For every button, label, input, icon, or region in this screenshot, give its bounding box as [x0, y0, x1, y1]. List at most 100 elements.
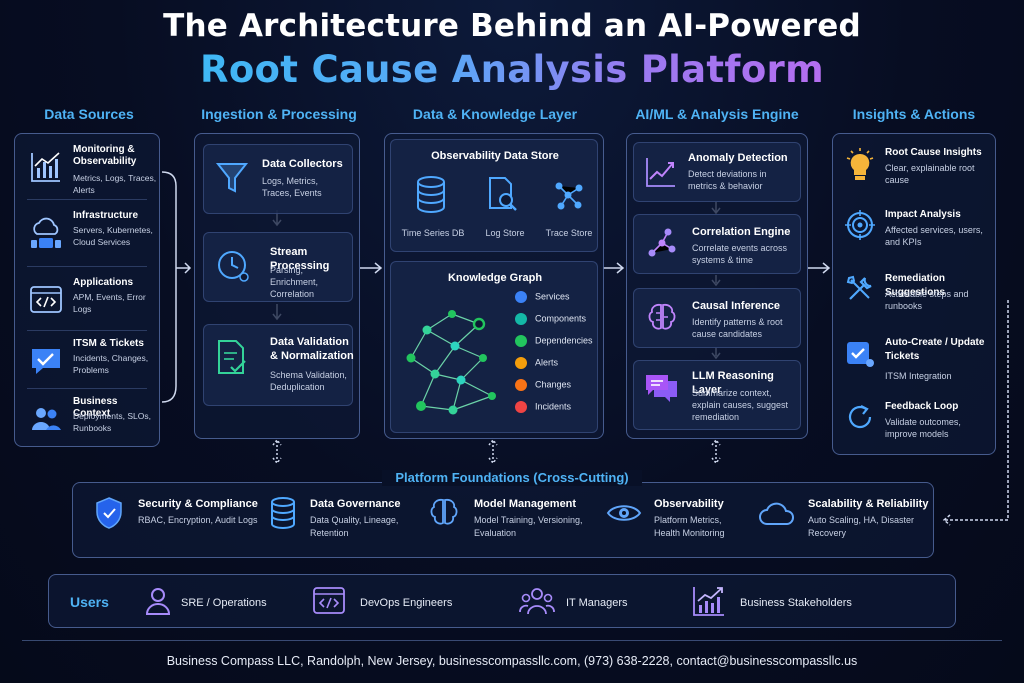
ai-card-anomaly-detection: Anomaly Detection Detect deviations in m…	[633, 142, 801, 202]
card-title: LLM Reasoning Layer	[692, 370, 774, 396]
foundation-desc: Auto Scaling, HA, Disaster Recovery	[808, 515, 915, 538]
insight-impact-analysis: Impact Analysis Affected services, users…	[833, 208, 997, 260]
trace-graph-icon	[555, 182, 583, 210]
data-source-applications: Applications APM, Events, Error Logs	[15, 269, 159, 331]
correlation-icon	[648, 228, 676, 257]
data-source-business-context: Business Context Deployments, SLOs, Runb…	[15, 388, 159, 450]
cube-icon	[515, 313, 527, 325]
data-source-desc: Metrics, Logs, Traces, Alerts	[73, 173, 157, 195]
column-header-knowledge: Data & Knowledge Layer	[412, 106, 578, 122]
insight-title: Auto-Create / Update Tickets	[885, 337, 985, 362]
data-source-desc: Servers, Kubernetes, Cloud Services	[73, 225, 153, 247]
insight-desc: ITSM Integration	[885, 371, 952, 381]
user-business-stakeholders: Business Stakeholders	[740, 597, 852, 609]
chart-icon	[31, 152, 60, 182]
column-header-insights: Insights & Actions	[852, 106, 976, 122]
ai-card-llm-reasoning: LLM Reasoning Layer Summarize context, e…	[633, 360, 801, 430]
ai-engine-panel: Anomaly Detection Detect deviations in m…	[626, 133, 808, 439]
divider	[27, 330, 147, 331]
ingestion-card-data-collectors: Data Collectors Logs, Metrics, Traces, E…	[203, 144, 353, 214]
knowledge-graph: Knowledge Graph	[390, 261, 598, 433]
divider	[27, 266, 147, 267]
tools-icon	[846, 275, 872, 300]
person-icon	[145, 588, 171, 615]
foundation-desc: Platform Metrics, Health Monitoring	[654, 515, 725, 538]
ingestion-panel: Data Collectors Logs, Metrics, Traces, E…	[194, 133, 360, 439]
legend-alerts: Alerts	[515, 357, 558, 369]
legend-changes: Changes	[515, 379, 571, 391]
ingestion-card-validation: Data Validation & Normalization Schema V…	[203, 324, 354, 406]
data-source-desc: Deployments, SLOs, Runbooks	[73, 411, 151, 433]
data-store-title: Observability Data Store	[431, 150, 559, 162]
foundation-title: Scalability & Reliability	[808, 498, 929, 510]
legend-label: Dependencies	[535, 335, 593, 346]
insight-title: Impact Analysis	[885, 209, 961, 220]
document-check-icon	[218, 340, 246, 374]
anomaly-chart-icon	[646, 158, 675, 187]
card-title: Causal Inference	[692, 300, 781, 312]
data-source-title: Monitoring & Observability	[73, 144, 137, 167]
title-line-2: Root Cause Analysis Platform	[200, 48, 824, 91]
legend-components: Components	[515, 313, 586, 325]
legend-label: Alerts	[535, 357, 559, 368]
insight-desc: Actionable steps and runbooks	[885, 289, 969, 311]
eye-icon	[606, 505, 642, 521]
observability-data-store: Observability Data Store Time Series DB …	[390, 139, 598, 252]
insight-feedback-loop: Feedback Loop Validate outcomes, improve…	[833, 400, 997, 452]
ai-card-correlation-engine: Correlation Engine Correlate events acro…	[633, 214, 801, 274]
card-title: Data Validation & Normalization	[270, 336, 354, 362]
cloud-icon	[759, 502, 794, 525]
refresh-icon	[848, 405, 872, 429]
divider	[27, 388, 147, 389]
chat-bubbles-icon	[646, 375, 677, 402]
cloud-server-icon	[31, 217, 61, 248]
column-header-ingestion: Ingestion & Processing	[201, 106, 357, 122]
footer-divider	[22, 640, 1002, 641]
divider	[27, 199, 147, 200]
user-sre: SRE / Operations	[181, 597, 267, 609]
insight-desc: Validate outcomes, improve models	[885, 417, 961, 439]
alert-icon	[515, 357, 527, 369]
foundation-desc: Data Quality, Lineage, Retention	[310, 515, 399, 538]
legend-label: Components	[535, 313, 587, 324]
users-bar	[48, 574, 956, 628]
team-icon	[519, 588, 555, 615]
column-header-ai-engine: AI/ML & Analysis Engine	[635, 106, 799, 122]
lightbulb-icon	[846, 148, 874, 180]
card-desc: Detect deviations in metrics & behavior	[688, 169, 767, 191]
card-desc: Parsing, Enrichment, Correlation	[270, 265, 319, 299]
data-source-title: ITSM & Tickets	[73, 338, 144, 349]
column-header-data-sources: Data Sources	[44, 106, 134, 122]
data-source-desc: APM, Events, Error Logs	[73, 292, 146, 314]
foundation-title: Model Management	[474, 498, 577, 510]
title-line-1: The Architecture Behind an AI-Powered	[163, 8, 861, 44]
insight-desc: Clear, explainable root cause	[885, 163, 975, 185]
legend-label: Incidents	[535, 401, 572, 412]
data-source-desc: Incidents, Changes, Problems	[73, 353, 149, 375]
foundation-title: Security & Compliance	[138, 498, 258, 510]
legend-dependencies: Dependencies	[515, 335, 593, 347]
change-icon	[515, 379, 527, 391]
card-desc: Schema Validation, Deduplication	[270, 370, 347, 392]
ticket-check-icon	[847, 342, 874, 367]
store-label: Trace Store	[545, 228, 593, 238]
data-source-infrastructure: Infrastructure Servers, Kubernetes, Clou…	[15, 202, 159, 264]
data-source-title: Business Context	[73, 396, 118, 419]
card-title: Stream Processing	[270, 246, 330, 272]
legend-label: Services	[535, 291, 570, 302]
platform-foundations-panel	[72, 482, 934, 558]
users-label: Users	[70, 594, 109, 610]
funnel-icon	[215, 163, 249, 193]
code-window-icon	[313, 587, 345, 614]
card-desc: Logs, Metrics, Traces, Events	[262, 176, 322, 198]
card-title: Data Collectors	[262, 158, 343, 170]
ingestion-card-stream-processing: Stream Processing Parsing, Enrichment, C…	[203, 232, 353, 302]
shield-icon	[96, 497, 122, 529]
data-source-itsm: ITSM & Tickets Incidents, Changes, Probl…	[15, 330, 159, 392]
foundation-desc: Model Training, Versioning, Evaluation	[474, 515, 583, 538]
card-desc: Identify patterns & root cause candidate…	[692, 317, 783, 339]
user-it-managers: IT Managers	[566, 597, 628, 609]
incident-icon	[515, 401, 527, 413]
brain-icon	[648, 303, 676, 330]
target-icon	[845, 210, 875, 240]
